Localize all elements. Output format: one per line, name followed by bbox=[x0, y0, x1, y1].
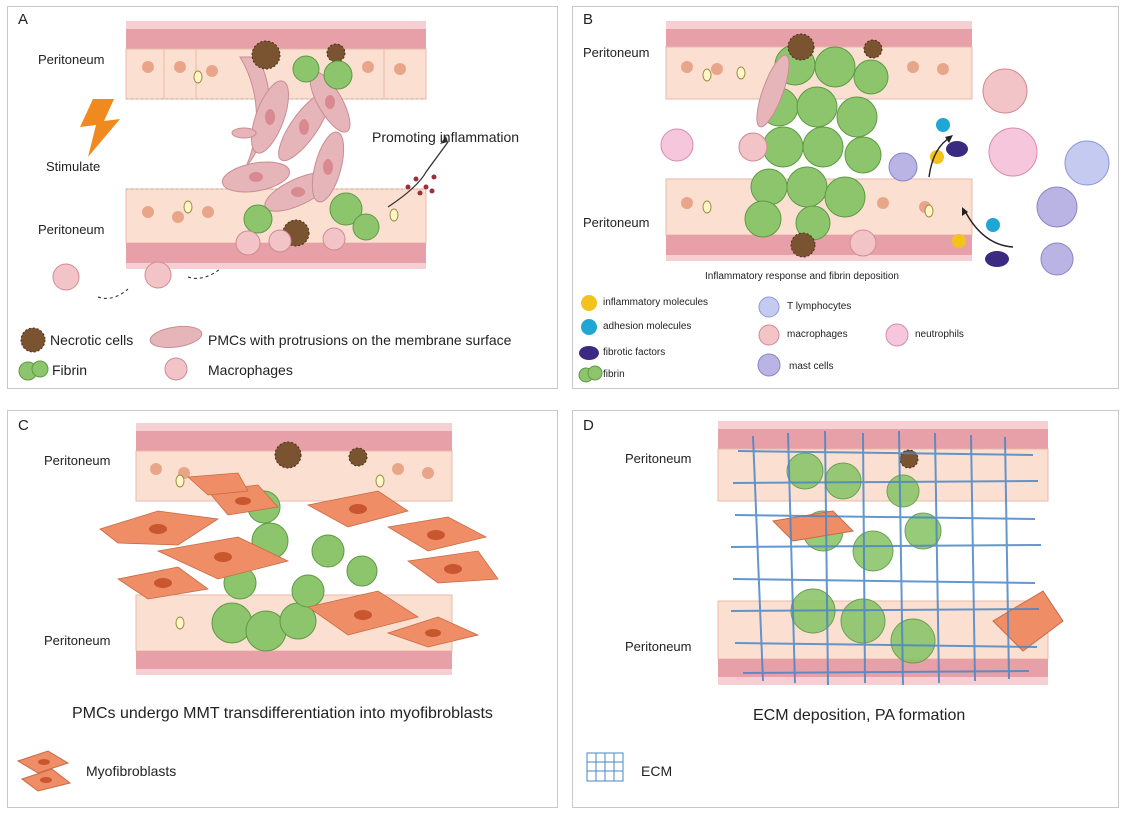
legend-fibrin-b-icon bbox=[578, 365, 603, 383]
panel-c-caption: PMCs undergo MMT transdifferentiation in… bbox=[72, 705, 493, 722]
panel-d-top-peritoneum-label: Peritoneum bbox=[625, 451, 692, 466]
legend-fibrin-b-label: fibrin bbox=[603, 369, 625, 380]
promoting-inflammation-label: Promoting inflammation bbox=[372, 129, 520, 145]
legend-necrotic-icon bbox=[20, 327, 46, 353]
legend-adhesion-icon bbox=[581, 319, 597, 335]
legend-ecm-icon bbox=[586, 752, 624, 782]
fibrin-mass bbox=[744, 44, 889, 241]
fibrin bbox=[292, 55, 353, 90]
macrophages bbox=[52, 227, 346, 291]
panel-c: C Peritoneum Peritoneum PMCs undergo MMT… bbox=[7, 410, 558, 808]
panel-c-letter: C bbox=[18, 417, 29, 434]
legend-ecm-label: ECM bbox=[641, 763, 673, 779]
mast-cell bbox=[888, 152, 918, 182]
panel-c-bottom-peritoneum-label: Peritoneum bbox=[44, 633, 111, 648]
lightning-icon bbox=[80, 99, 120, 157]
panel-b-letter: B bbox=[583, 11, 594, 28]
legend-myofibroblast-icon bbox=[16, 750, 72, 792]
bottom-membrane bbox=[126, 243, 426, 265]
panel-c-top-peritoneum-label: Peritoneum bbox=[44, 453, 111, 468]
t-lymphocyte bbox=[1064, 140, 1110, 186]
legend-pmc-icon bbox=[149, 325, 203, 349]
legend-macrophages-label: Macrophages bbox=[208, 362, 293, 378]
legend-macrophages-b-label: macrophages bbox=[787, 329, 848, 340]
legend-fibrotic-label: fibrotic factors bbox=[603, 347, 666, 358]
legend-necrotic-label: Necrotic cells bbox=[50, 332, 134, 348]
legend-t-lymphocyte-icon bbox=[758, 296, 780, 318]
panel-a-bottom-peritoneum-label: Peritoneum bbox=[38, 222, 105, 237]
legend-macrophage-icon bbox=[164, 357, 188, 381]
legend-inflammatory-icon bbox=[581, 295, 597, 311]
panel-d-caption: ECM deposition, PA formation bbox=[753, 707, 966, 724]
legend-neutrophils-label: neutrophils bbox=[915, 329, 964, 340]
legend-fibrin-icon bbox=[18, 360, 49, 381]
panel-a-illustration bbox=[18, 21, 449, 381]
legend-inflammatory-label: inflammatory molecules bbox=[603, 297, 709, 308]
legend-fibrin-label: Fibrin bbox=[52, 362, 88, 378]
neutrophil bbox=[660, 127, 1038, 177]
panel-a-top-peritoneum-label: Peritoneum bbox=[38, 52, 105, 67]
panel-b-bottom-peritoneum-label: Peritoneum bbox=[583, 215, 650, 230]
panel-b-caption: Inflammatory response and fibrin deposit… bbox=[705, 271, 899, 282]
panel-d-bottom-peritoneum-label: Peritoneum bbox=[625, 639, 692, 654]
top-membrane bbox=[126, 27, 426, 49]
panel-a-stimulate-label: Stimulate bbox=[46, 159, 101, 174]
legend-mast-cells-label: mast cells bbox=[789, 361, 834, 372]
legend-pmc-label: PMCs with protrusions on the membrane su… bbox=[208, 332, 512, 348]
panel-d-illustration bbox=[586, 421, 1064, 782]
panel-a: A Peritoneum Stimulate Peritoneum Promot… bbox=[7, 6, 558, 389]
panel-a-letter: A bbox=[18, 11, 29, 28]
legend-mast-cell-icon bbox=[757, 353, 781, 377]
panel-b-top-peritoneum-label: Peritoneum bbox=[583, 45, 650, 60]
panel-b: B Peritoneum Peritoneum Inflammatory res… bbox=[572, 6, 1119, 389]
legend-adhesion-label: adhesion molecules bbox=[603, 321, 692, 332]
panel-c-illustration bbox=[16, 423, 499, 792]
legend-neutrophil-icon bbox=[885, 323, 909, 347]
legend-t-lymphocytes-label: T lymphocytes bbox=[787, 301, 852, 312]
legend-fibrotic-icon bbox=[579, 346, 599, 360]
panel-d-letter: D bbox=[583, 417, 594, 434]
panel-b-illustration bbox=[578, 21, 1110, 383]
legend-myofibroblasts-label: Myofibroblasts bbox=[86, 763, 177, 779]
legend-macrophage-b-icon bbox=[758, 324, 780, 346]
ecm-mesh bbox=[730, 430, 1042, 686]
panel-d: D Peritoneum Peritoneum ECM deposition, … bbox=[572, 410, 1119, 808]
necrotic-cell bbox=[251, 40, 281, 70]
